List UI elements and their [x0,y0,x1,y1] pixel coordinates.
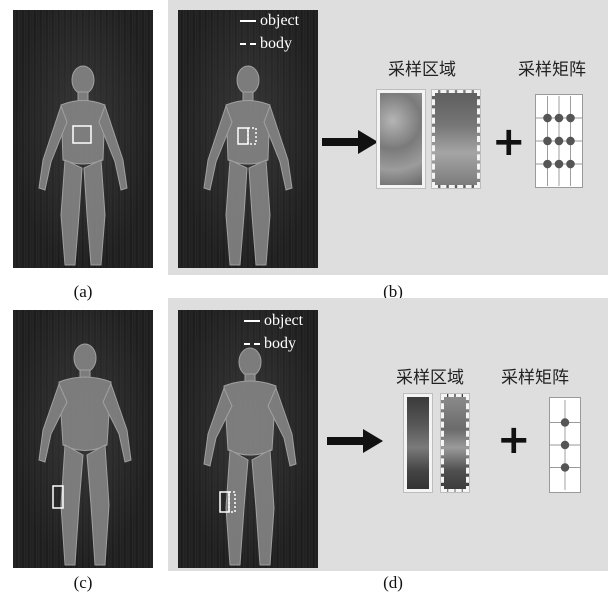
solid-line-icon [244,320,260,322]
body-figure-a [13,10,153,268]
dashed-line-icon [244,343,260,345]
scan-image-c [13,310,153,568]
sampling-region-label-d: 采样区域 [396,363,464,388]
sampling-matrix-label-d: 采样矩阵 [501,363,569,388]
arrow-right-icon [327,429,383,453]
sampling-matrix-b [535,94,583,188]
legend-object-b: object [240,12,299,30]
dashed-line-icon [240,43,256,45]
sample-object-b [377,90,425,188]
sampling-region-label-b: 采样区域 [388,55,456,80]
sampling-matrix-d [549,397,581,493]
sample-body-b [432,90,480,188]
sample-object-d [404,394,432,492]
sampling-matrix-label-b: 采样矩阵 [518,55,586,80]
legend-body-b: body [240,35,292,53]
legend-object-d: object [244,312,303,330]
body-figure-c [13,310,153,568]
arrow-right-icon [322,130,378,154]
sample-body-d [441,394,469,492]
legend-body-d: body [244,335,296,353]
caption-a: (a) [63,282,103,302]
scan-image-a [13,10,153,268]
solid-line-icon [240,20,256,22]
caption-c: (c) [63,573,103,593]
plus-icon-d: + [497,420,531,460]
caption-d: (d) [373,573,413,593]
plus-icon-b: + [492,122,526,162]
